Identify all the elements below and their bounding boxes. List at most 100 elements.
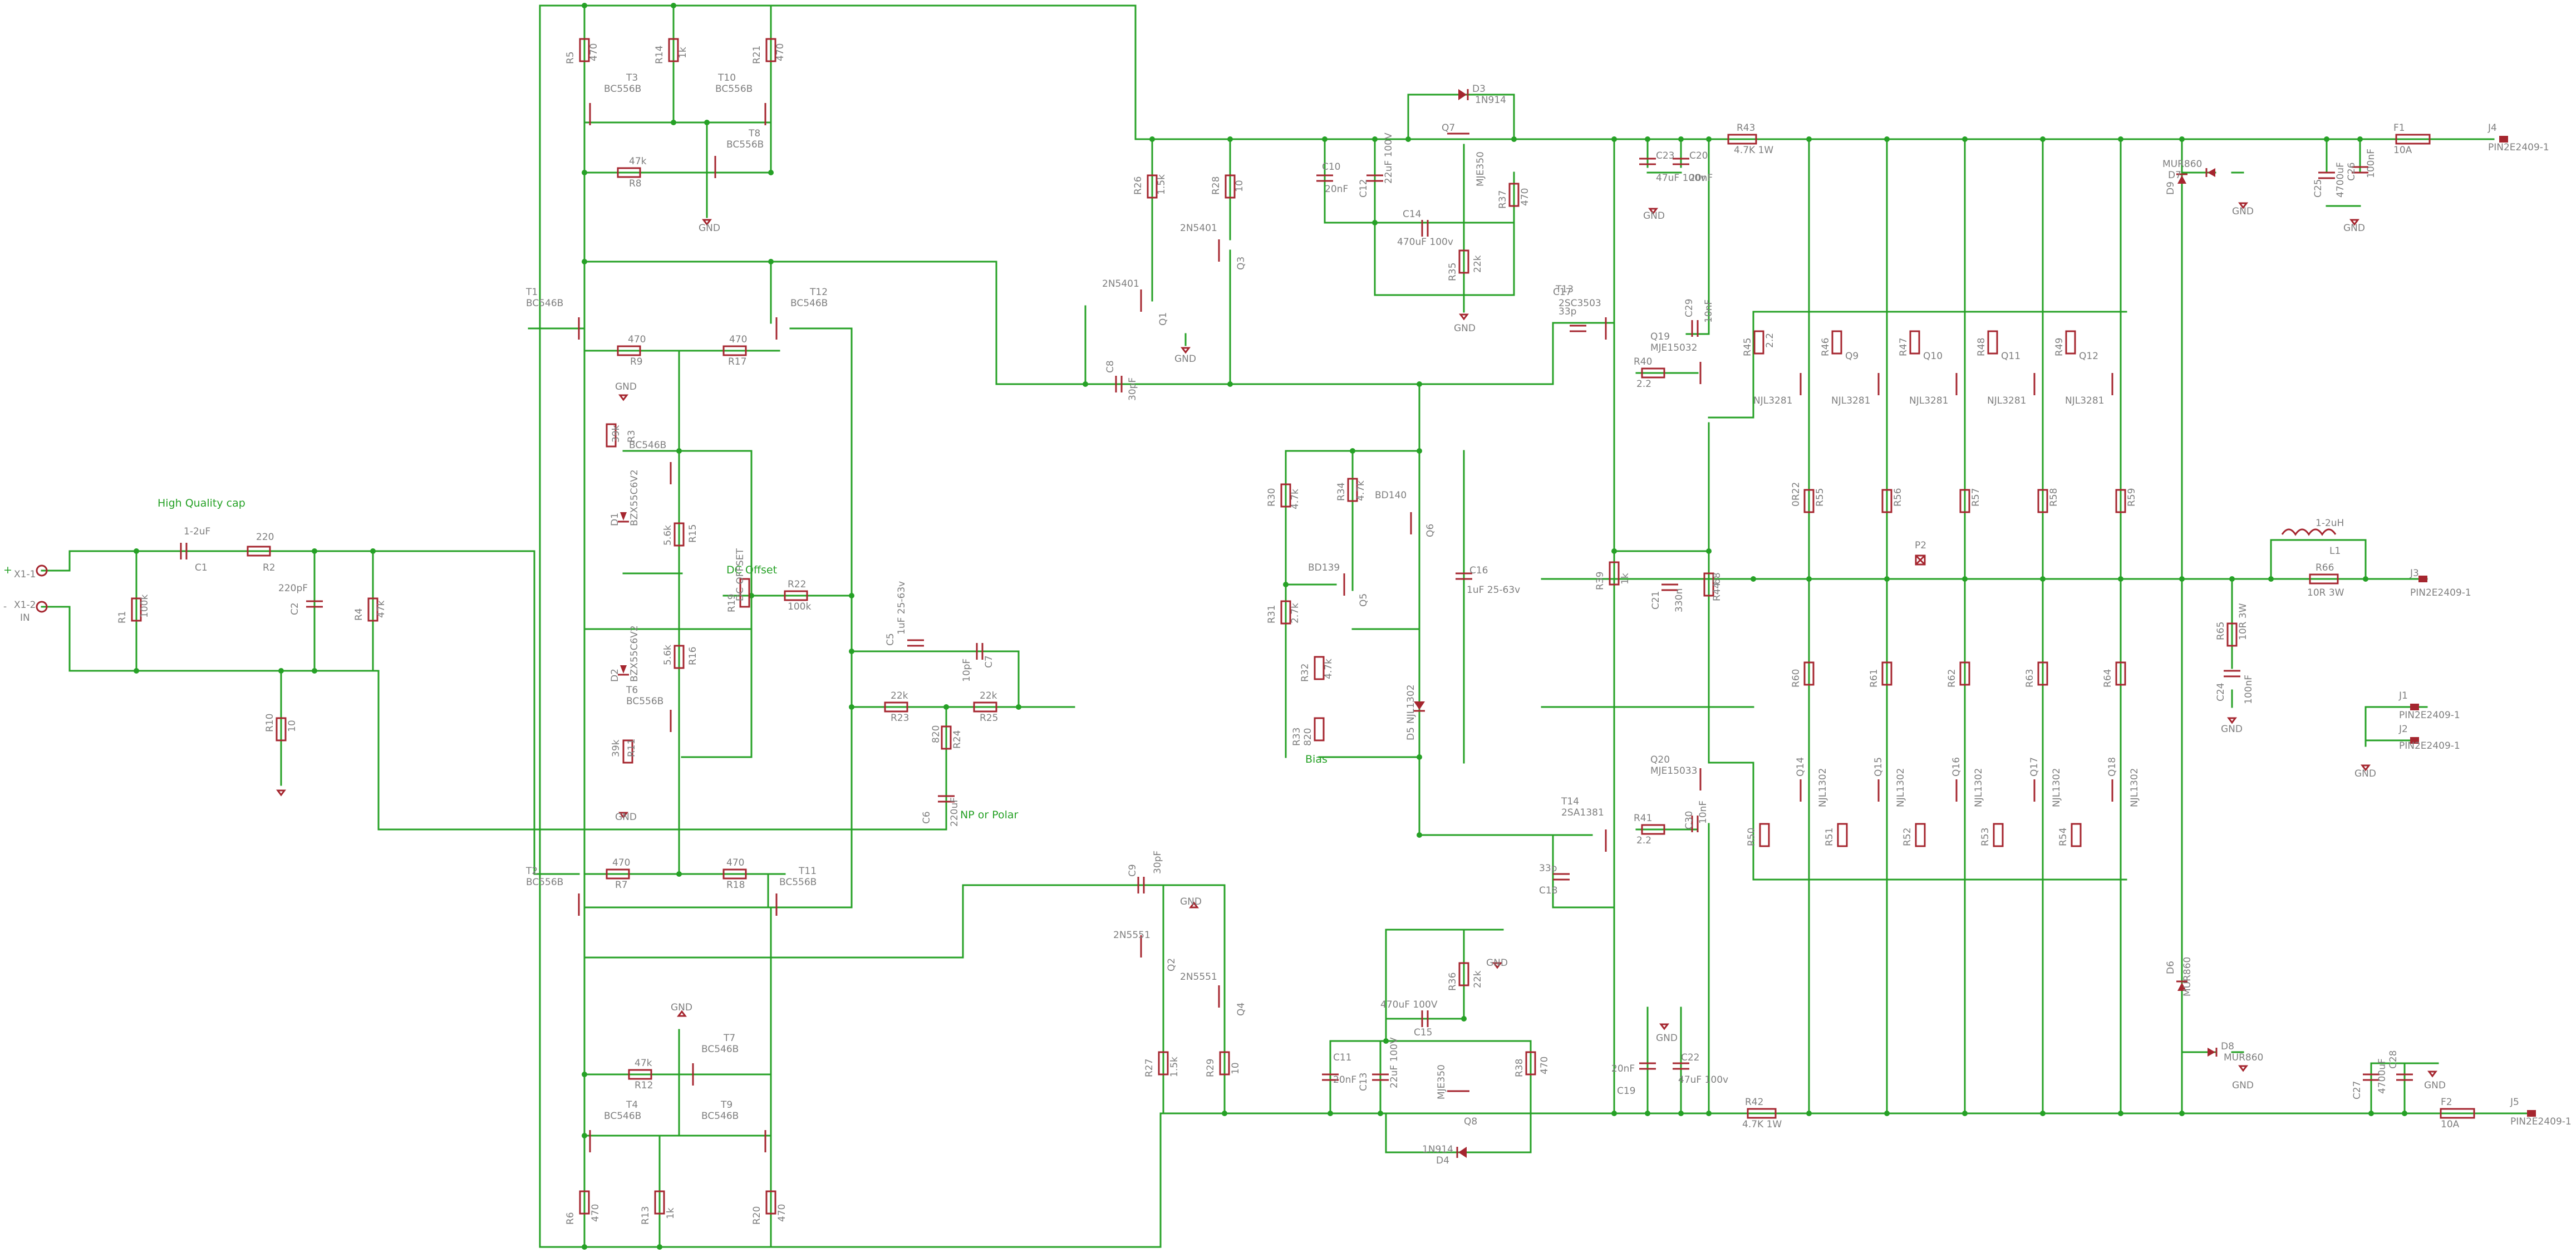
r12-val-label: 47k: [635, 1058, 652, 1069]
j4-val-label: PIN2E2409-1: [2488, 142, 2549, 153]
q11-label: Q11: [2001, 351, 2021, 362]
t3-label: T3: [626, 72, 638, 84]
note-bias: Bias: [1305, 753, 1328, 765]
gnd-label: GND: [2232, 206, 2254, 217]
q10-label: Q10: [1923, 351, 1943, 362]
r46-label: R46: [1820, 338, 1831, 356]
c10-label: C10: [1322, 161, 1341, 173]
j1-val-label: PIN2E2409-1: [2399, 710, 2460, 721]
f2-label: F2: [2441, 1097, 2452, 1108]
t5-val-label: BC546B: [629, 440, 666, 451]
q11-val-label: NJL3281: [1909, 395, 1948, 406]
r27-val-label: 1.5k: [1169, 1057, 1180, 1077]
r61-label: R61: [1869, 669, 1880, 688]
r42-val-label: 4.7K 1W: [1742, 1119, 1782, 1130]
c24-val-label: 100nF: [2243, 675, 2254, 704]
r50-label: R50: [1746, 828, 1757, 846]
r20-val-label: 470: [776, 1204, 788, 1222]
re-val-label: 0R22: [1791, 482, 1802, 507]
r29-label: R29: [1205, 1059, 1216, 1077]
r44-val-label: 68: [1712, 572, 1723, 585]
t13-val-label: 2SC3503: [1559, 298, 1601, 309]
q17-label: Q17: [2029, 757, 2040, 777]
t8-val-label: BC556B: [726, 139, 764, 150]
r19-val-label: DC OFFSET: [735, 548, 746, 601]
r5-val-label: 470: [588, 43, 599, 61]
c30-label: C30: [1684, 811, 1695, 829]
d4-label: D4: [1436, 1155, 1449, 1166]
t1-label: T1: [525, 287, 538, 298]
c20-label: C20: [1689, 150, 1708, 161]
c8-val-label: 30pF: [1127, 377, 1138, 401]
d7-label: D7: [2168, 170, 2181, 181]
r33-label: R33: [1291, 728, 1302, 746]
c18-val-label: 33p: [1539, 863, 1557, 874]
t10-label: T10: [717, 72, 736, 84]
l1-label: L1: [2329, 546, 2341, 557]
c13-label: C13: [1358, 1072, 1369, 1091]
c10-val-label: 20nF: [1325, 184, 1348, 195]
c25-label: C25: [2313, 179, 2324, 198]
f1-label: F1: [2393, 122, 2405, 134]
c26-label: C26: [2346, 162, 2357, 181]
r32-label: R32: [1300, 664, 1311, 682]
r4-val-label: 47k: [376, 600, 387, 618]
c12-label: C12: [1358, 179, 1369, 198]
c5-label: C5: [885, 633, 896, 646]
c2-val-label: 220pF: [278, 583, 308, 594]
r30-label: R30: [1266, 488, 1277, 507]
j5-label: J5: [2510, 1097, 2519, 1108]
r33-val-label: 820: [1302, 728, 1314, 746]
q9-val-label: NJL3281: [1753, 395, 1792, 406]
c1-val-label: 1-2uF: [184, 526, 210, 537]
r49-label: R49: [2054, 338, 2065, 356]
r62-label: R62: [1946, 669, 1958, 688]
l1-val-label: 1-2uH: [2316, 518, 2344, 529]
r13-label: R13: [640, 1206, 651, 1225]
gnd-label: GND: [1643, 210, 1665, 222]
r9-label: R9: [630, 356, 643, 367]
gnd-label: GND: [615, 812, 637, 823]
r35-val-label: 22k: [1472, 255, 1483, 273]
r24-val-label: 820: [931, 725, 942, 743]
q17-val-label: NJL1302: [2051, 768, 2062, 807]
gnd-label: GND: [2232, 1080, 2254, 1091]
q19-val-label: MJE15032: [1650, 342, 1698, 353]
r11-val-label: 39k: [611, 739, 622, 757]
r58-label: R58: [2048, 488, 2059, 507]
gnd-label: GND: [2354, 768, 2376, 779]
r7-label: R7: [615, 880, 628, 891]
j3-val-label: PIN2E2409-1: [2410, 587, 2471, 598]
r34-val-label: 4.7k: [1355, 480, 1366, 501]
r9-val-label: 470: [628, 334, 646, 345]
q18-val-label: NJL1302: [2129, 768, 2140, 807]
r13-val-label: 1k: [665, 1207, 676, 1219]
t12-val-label: BC546B: [790, 298, 828, 309]
d2-label: D2: [609, 669, 621, 682]
r63-label: R63: [2024, 669, 2036, 688]
r48-label: R48: [1976, 338, 1987, 356]
r23-val-label: 22k: [891, 690, 908, 701]
r14-val-label: 1k: [677, 47, 689, 58]
j4-label: J4: [2487, 122, 2497, 134]
q16-label: Q16: [1951, 757, 1962, 777]
r25-val-label: 22k: [980, 690, 997, 701]
r26-val-label: 1.5k: [1156, 174, 1167, 195]
r24-label: R24: [952, 730, 963, 749]
q12-label: Q12: [2079, 351, 2098, 362]
r65-val-label: 10R 3W: [2238, 603, 2249, 640]
q2-val-label: 2N5551: [1113, 930, 1151, 941]
q4-label: Q4: [1236, 1003, 1247, 1016]
c15-label: C15: [1414, 1027, 1433, 1038]
r40-label: R40: [1634, 356, 1652, 367]
q20-val-label: MJE15033: [1650, 765, 1698, 777]
r6-label: R6: [565, 1212, 576, 1225]
q20-label: Q20: [1650, 754, 1670, 765]
c26-val-label: 100nF: [2366, 149, 2377, 178]
r21-label: R21: [751, 46, 763, 64]
t14-val-label: 2SA1381: [1561, 807, 1604, 818]
port-in-label: IN: [20, 612, 30, 623]
t2-val-label: BC556B: [526, 877, 563, 888]
r47-label: R47: [1898, 338, 1909, 356]
